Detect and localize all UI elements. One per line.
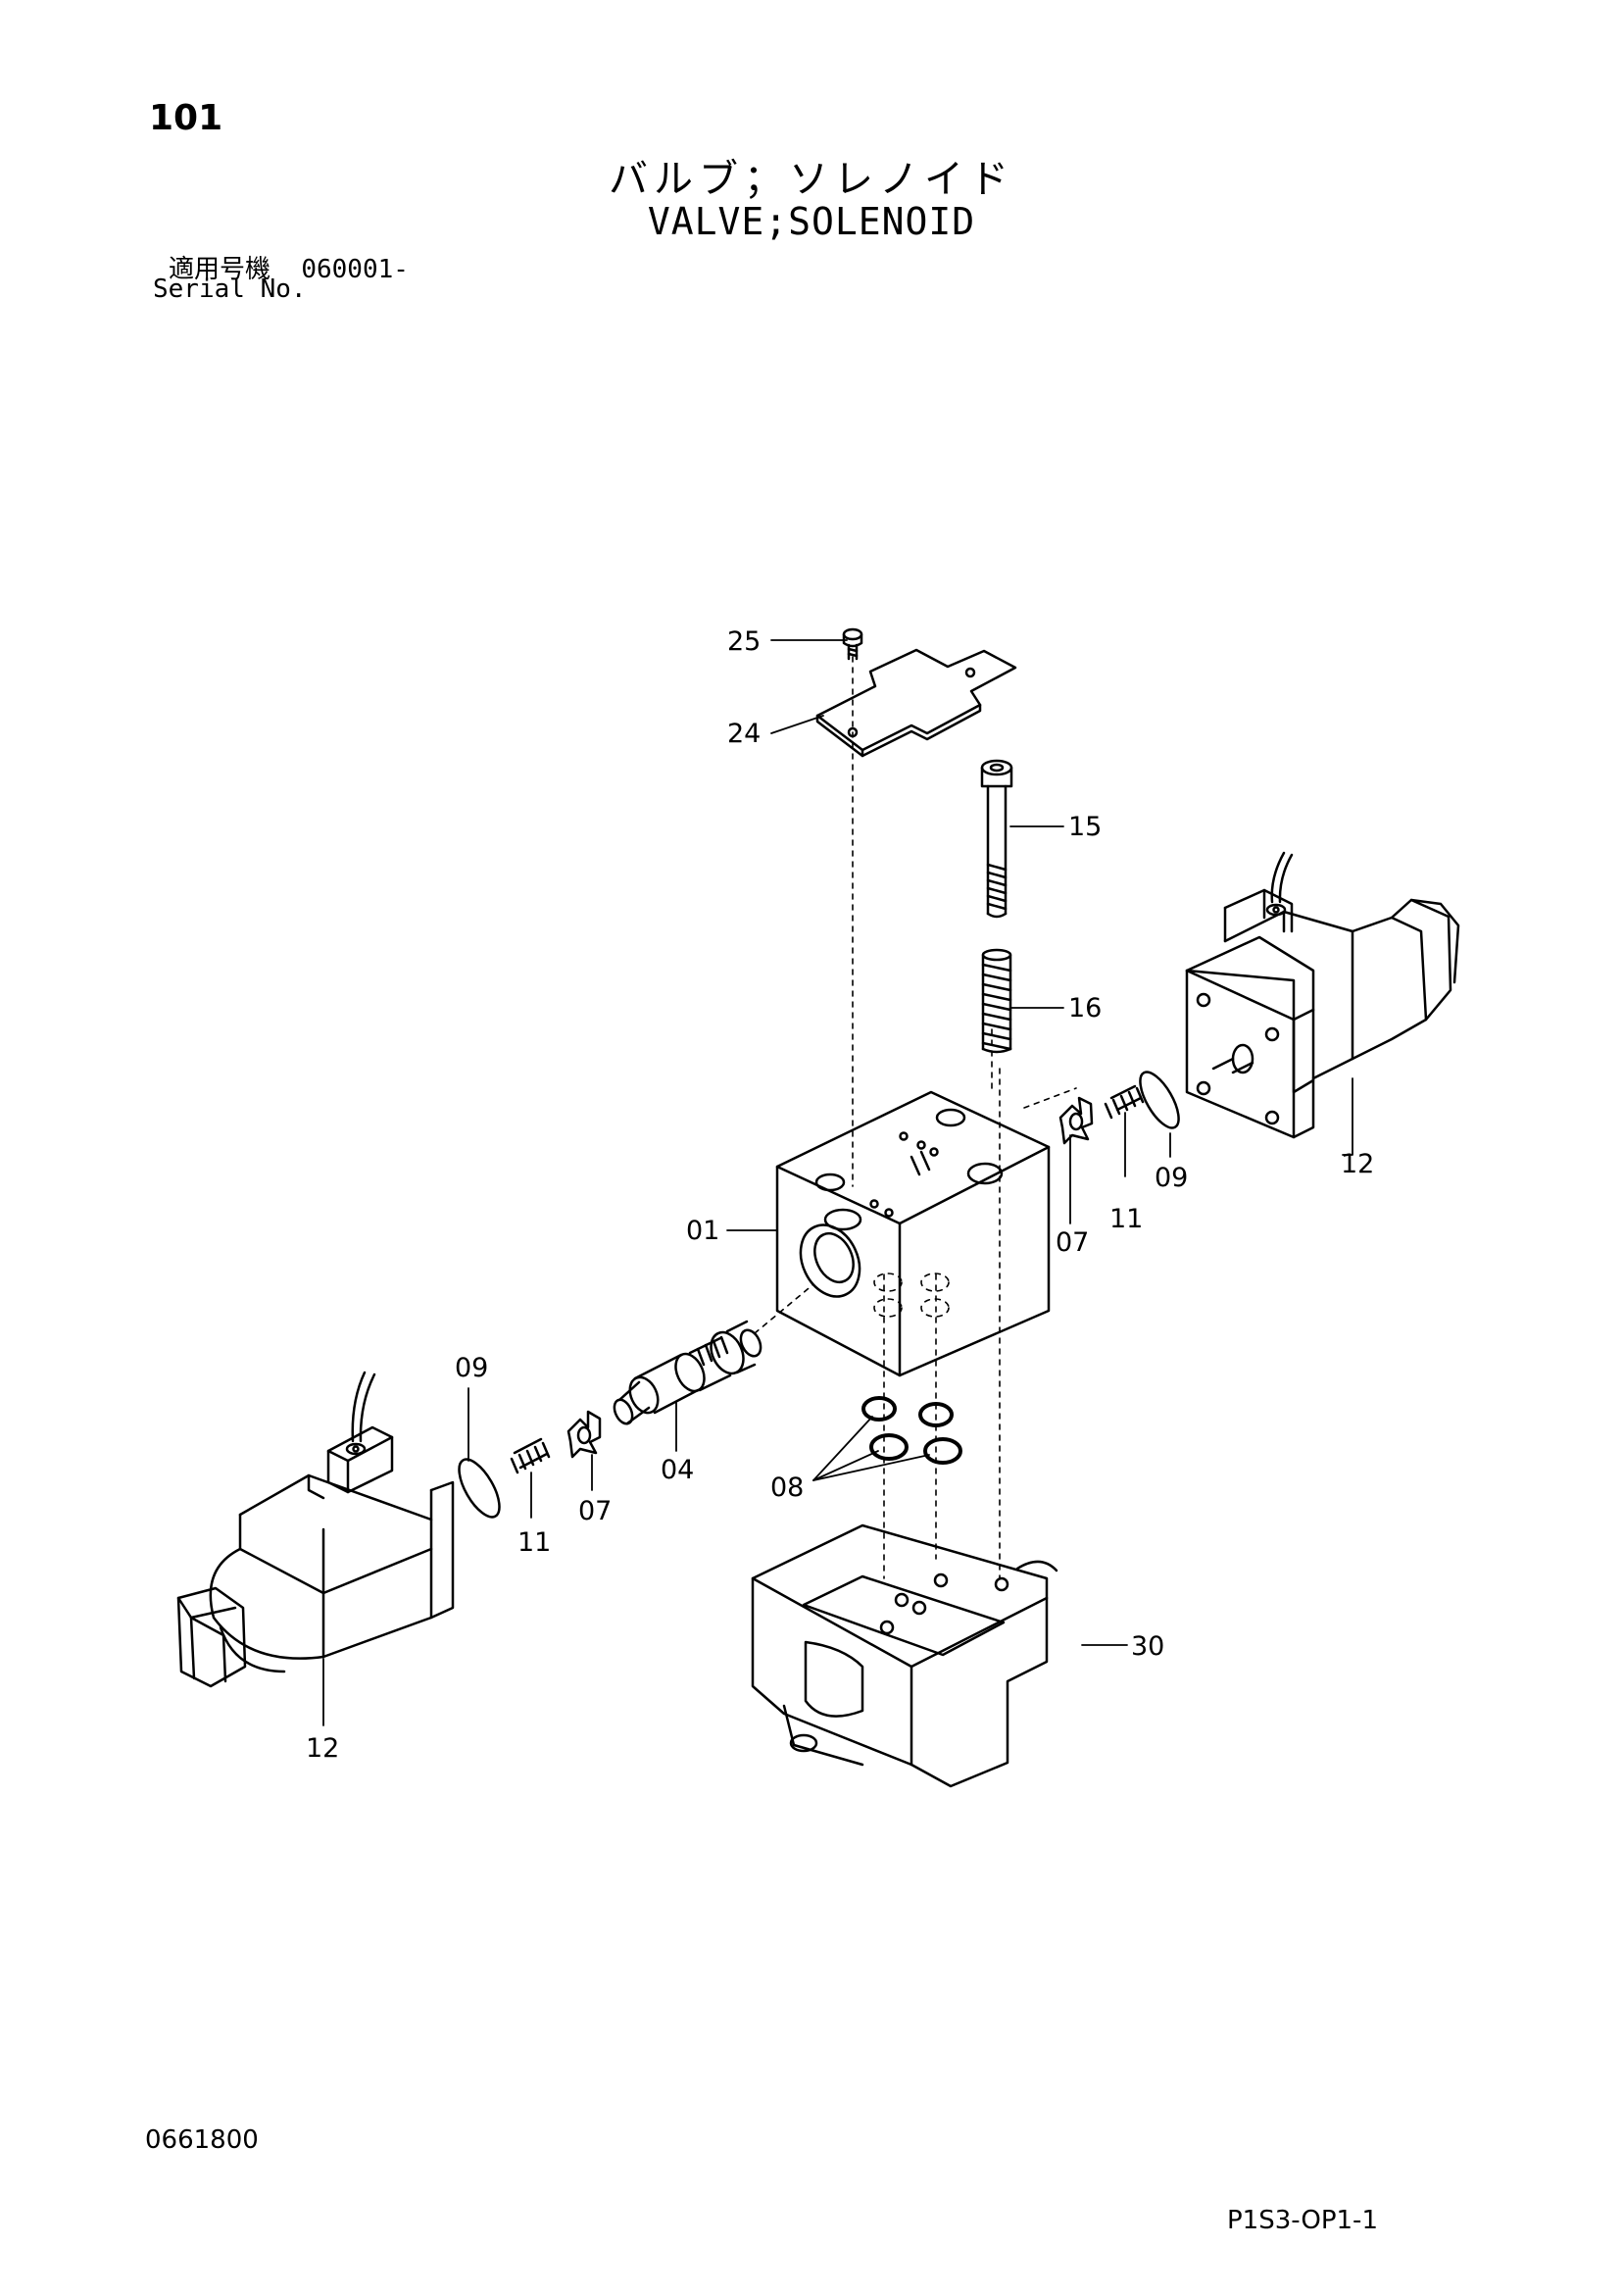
part-spring-11-right bbox=[1104, 1084, 1145, 1120]
leader-lines bbox=[322, 639, 1353, 1726]
part-spring-11-left bbox=[510, 1437, 551, 1474]
callout-08: 08 bbox=[770, 1472, 804, 1503]
part-bolt-15 bbox=[980, 759, 1013, 919]
title-english: VALVE;SOLENOID bbox=[647, 200, 976, 243]
callout-30: 30 bbox=[1131, 1631, 1164, 1662]
callout-12-left: 12 bbox=[306, 1733, 339, 1764]
sheet-code: P1S3-OP1-1 bbox=[1227, 2206, 1378, 2235]
part-oring-09-right bbox=[1139, 1071, 1180, 1129]
center-lines bbox=[754, 656, 1077, 1579]
callout-11-right: 11 bbox=[1109, 1204, 1143, 1234]
part-solenoid-12-right bbox=[1185, 851, 1460, 1139]
callout-25: 25 bbox=[727, 626, 761, 657]
callout-11-left: 11 bbox=[517, 1527, 551, 1558]
part-seat-07-right bbox=[1058, 1096, 1094, 1145]
callout-labels: 25 24 15 16 12 09 11 07 01 09 11 07 04 0… bbox=[306, 626, 1374, 1764]
document-code: 0661800 bbox=[145, 2125, 259, 2155]
callout-09-right: 09 bbox=[1155, 1163, 1188, 1193]
part-spring-16 bbox=[981, 948, 1012, 1054]
part-seat-07-left bbox=[566, 1410, 602, 1459]
part-solenoid-12-left bbox=[176, 1371, 455, 1688]
page-number: 101 bbox=[149, 98, 223, 138]
part-screw-25 bbox=[842, 627, 863, 661]
callout-07-right: 07 bbox=[1056, 1227, 1089, 1258]
callout-04: 04 bbox=[661, 1455, 694, 1485]
callout-12-right: 12 bbox=[1341, 1149, 1374, 1179]
title-japanese: バルブ；ソレノイド bbox=[609, 157, 1014, 202]
serial-label-en: Serial No. bbox=[153, 275, 307, 304]
serial-range: 適用号機 060001- bbox=[169, 249, 409, 285]
part-spool-04 bbox=[613, 1320, 762, 1425]
callout-24: 24 bbox=[727, 719, 761, 749]
callout-15: 15 bbox=[1068, 812, 1102, 842]
callout-09-left: 09 bbox=[455, 1353, 488, 1383]
part-base-30 bbox=[751, 1523, 1058, 1788]
part-orings-08 bbox=[861, 1396, 962, 1465]
part-oring-09-left bbox=[458, 1458, 501, 1519]
serial-value: 060001- bbox=[301, 255, 409, 284]
callout-01: 01 bbox=[686, 1216, 719, 1246]
callout-16: 16 bbox=[1068, 993, 1102, 1023]
part-valve-body-01 bbox=[775, 1090, 1051, 1377]
part-cover-plate-24 bbox=[815, 648, 1017, 758]
serial-label-jp: 適用号機 bbox=[169, 255, 271, 284]
callout-07-left: 07 bbox=[578, 1496, 612, 1526]
